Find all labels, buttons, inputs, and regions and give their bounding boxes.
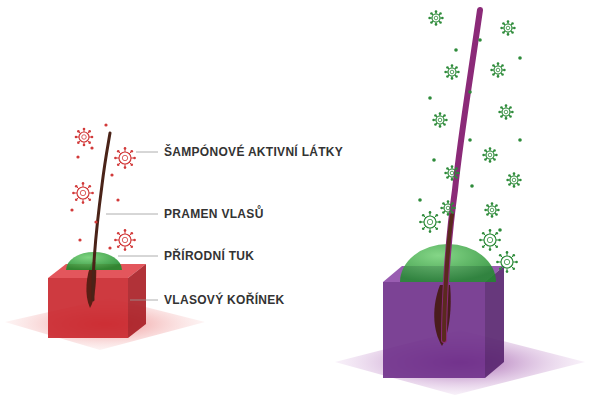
part-label: PŘÍRODNÍ TUK bbox=[162, 249, 256, 263]
virus bbox=[75, 128, 94, 147]
part-label: ŠAMPÓNOVÉ AKTIVNÍ LÁTKY bbox=[162, 145, 345, 159]
virus bbox=[440, 200, 455, 215]
part-label: PRAMEN VLASŮ bbox=[162, 207, 266, 221]
virus bbox=[114, 147, 136, 169]
part-label: VLASOVÝ KOŘÍNEK bbox=[162, 293, 287, 307]
virus bbox=[496, 251, 518, 273]
leader-lines bbox=[106, 152, 158, 300]
hair-strand bbox=[444, 215, 452, 340]
hair-strand bbox=[93, 133, 110, 300]
virus bbox=[432, 112, 447, 127]
skin-cube bbox=[48, 264, 146, 338]
virus bbox=[500, 20, 515, 35]
virus bbox=[484, 202, 499, 217]
virus bbox=[498, 104, 513, 119]
virus-particles bbox=[70, 10, 521, 273]
virus bbox=[506, 172, 521, 187]
virus bbox=[490, 62, 505, 77]
hair-strand bbox=[444, 10, 480, 340]
virus bbox=[114, 229, 136, 251]
virus bbox=[444, 165, 459, 180]
virus bbox=[428, 10, 443, 25]
virus bbox=[482, 147, 497, 162]
virus bbox=[479, 229, 501, 251]
virus bbox=[419, 211, 441, 233]
virus bbox=[444, 64, 459, 79]
virus bbox=[72, 182, 94, 204]
